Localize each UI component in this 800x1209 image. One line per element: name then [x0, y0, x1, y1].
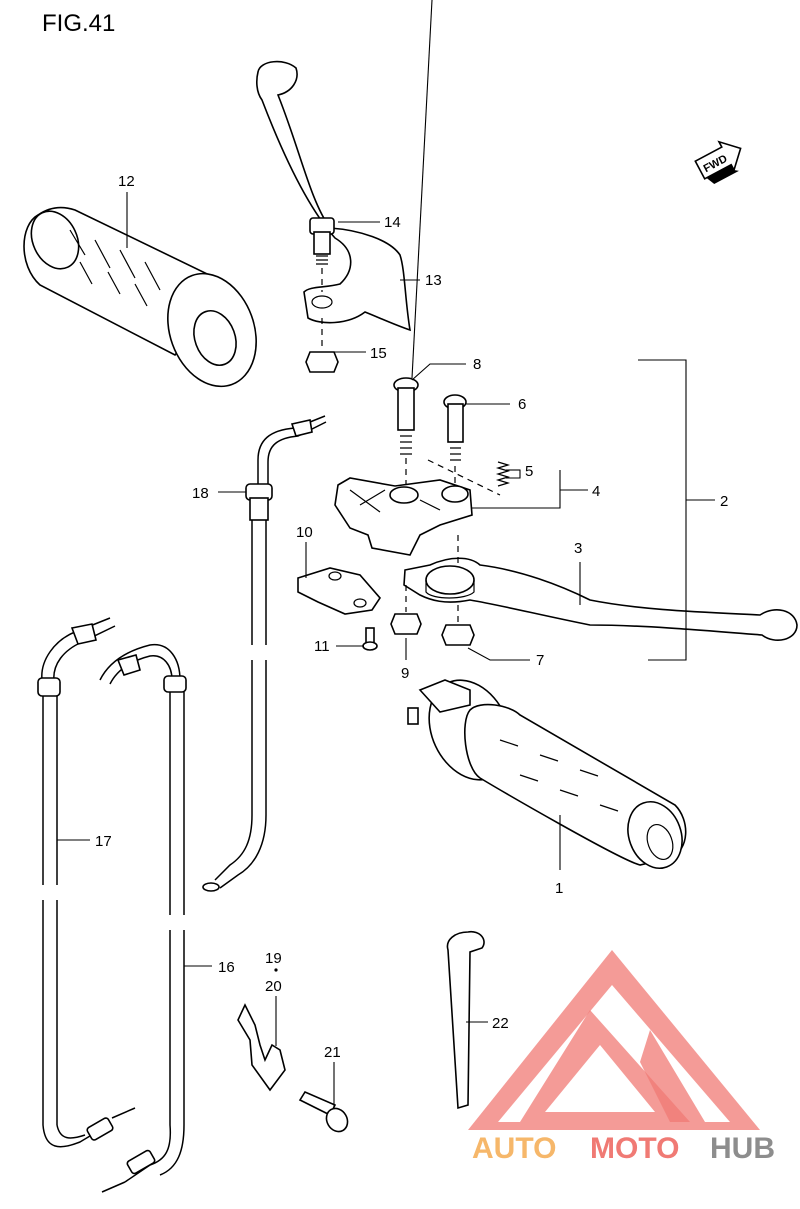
callout-20: 20: [265, 978, 282, 995]
bolt-6: [443, 394, 467, 486]
upper-lever: [256, 60, 412, 332]
callout-11: 11: [314, 638, 330, 655]
callout-14: 14: [384, 214, 401, 231]
nut-7: [441, 605, 475, 646]
bolt-8: [393, 377, 419, 488]
brake-switch: [297, 567, 382, 615]
callout-10: 10: [296, 524, 313, 541]
cable-clip: [237, 1003, 286, 1092]
label-dot: [274, 968, 278, 972]
callout-9: 9: [401, 665, 409, 682]
spring: [495, 461, 511, 487]
watermark-text-hub: HUB: [710, 1132, 775, 1165]
screw-11: [362, 627, 378, 651]
figure-title: FIG.41: [42, 10, 116, 37]
nut-upper: [305, 318, 339, 373]
callout-7: 7: [536, 652, 544, 669]
watermark-text-auto: AUTO: [472, 1132, 556, 1165]
pivot-bolt-upper: [309, 217, 335, 292]
callout-2: 2: [720, 493, 728, 510]
cable-17: [37, 617, 136, 1148]
callout-12: 12: [118, 173, 135, 190]
lever-bracket: [334, 459, 501, 556]
callout-3: 3: [574, 540, 582, 557]
callout-21: 21: [324, 1044, 341, 1061]
callout-5: 5: [525, 463, 533, 480]
nut-9: [390, 585, 422, 635]
callout-6: 6: [518, 396, 526, 413]
bolt-21: [298, 1090, 349, 1133]
callout-8: 8: [473, 356, 481, 373]
throttle-grip: [407, 679, 687, 869]
cable-18: [202, 415, 327, 892]
callout-17: 17: [95, 833, 112, 850]
callout-4: 4: [592, 483, 600, 500]
cable-16: [99, 644, 187, 1193]
cable-tie: [446, 930, 485, 1110]
fwd-arrow-icon: FWD: [694, 140, 742, 184]
callout-1: 1: [555, 880, 563, 897]
callout-22: 22: [492, 1015, 509, 1032]
watermark-logo: AUTO MOTO HUB: [468, 950, 775, 1165]
brake-lever: [403, 535, 798, 641]
left-grip: [23, 206, 257, 388]
leader-lines: [57, 0, 715, 1108]
callout-15: 15: [370, 345, 387, 362]
callout-13: 13: [425, 272, 442, 289]
bracket-2: [638, 359, 687, 661]
watermark-text-moto: MOTO: [590, 1132, 679, 1165]
callout-18: 18: [192, 485, 209, 502]
callout-19: 19: [265, 950, 282, 967]
callout-16: 16: [218, 959, 235, 976]
callout-labels: 1 2 3 4 5 6 7 8 9 10 11 12 13 14 15 16 1…: [95, 173, 728, 1061]
